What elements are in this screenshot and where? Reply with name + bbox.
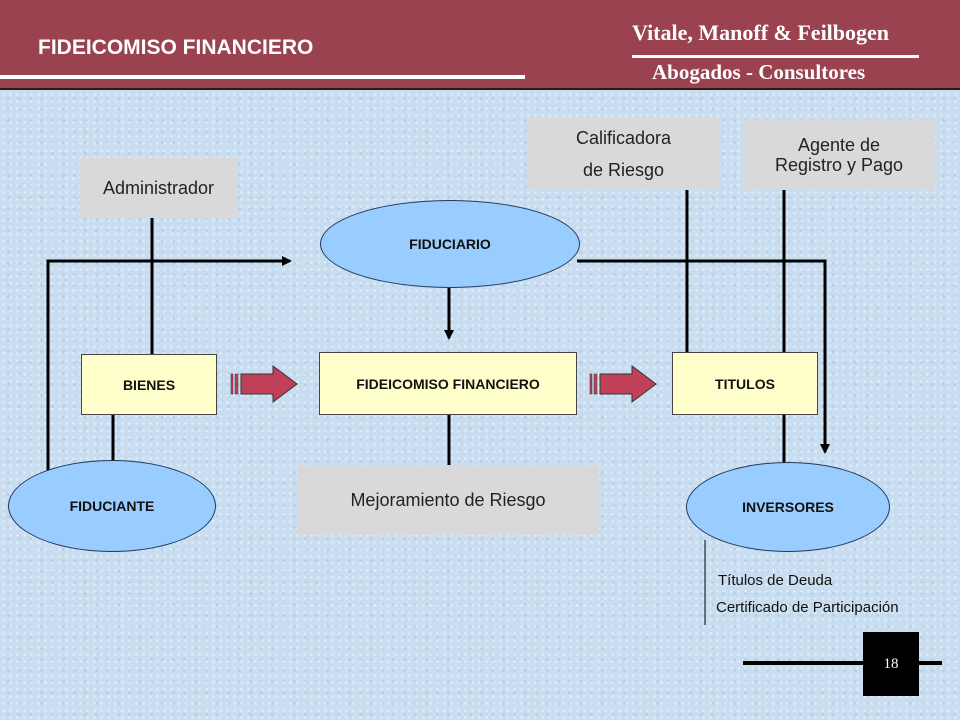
fiduciante-fiduciario-line — [46, 256, 292, 470]
block-arrow-2 — [589, 365, 657, 403]
inversores-node: INVERSORES — [686, 462, 890, 552]
mejoramiento-label: Mejoramiento de Riesgo — [350, 489, 546, 510]
calificadora-label-1: Calificadora — [575, 128, 672, 148]
certificado-note: Certificado de Participación — [716, 599, 899, 616]
inversores-label: INVERSORES — [742, 499, 834, 515]
calificadora-label-2: de Riesgo — [582, 160, 665, 180]
fiduciante-label: FIDUCIANTE — [69, 498, 155, 514]
titulos-box: TITULOS — [672, 352, 818, 415]
fiduciario-inversores-line — [577, 259, 830, 454]
agente-label-1: Agente de — [797, 135, 881, 155]
fiduciante-node: FIDUCIANTE — [8, 460, 216, 552]
calificadora-box: Calificadora de Riesgo — [527, 118, 720, 190]
page-number-label: 18 — [883, 655, 899, 672]
bienes-label: BIENES — [122, 376, 176, 393]
header-bar: FIDEICOMISO FINANCIERO Vitale, Manoff & … — [0, 0, 960, 90]
firm-name: Vitale, Manoff & Feilbogen — [632, 20, 890, 45]
administrador-label: Administrador — [102, 177, 215, 198]
agente-label-2: Registro y Pago — [774, 155, 904, 175]
administrador-box: Administrador — [80, 158, 237, 218]
slide-title: FIDEICOMISO FINANCIERO — [38, 36, 314, 59]
titulos-deuda-note: Títulos de Deuda — [718, 572, 833, 589]
firm-underline — [632, 55, 919, 58]
block-arrow-1 — [230, 365, 298, 403]
titulos-label: TITULOS — [715, 375, 775, 392]
bienes-box: BIENES — [81, 354, 217, 415]
fideicomiso-box: FIDEICOMISO FINANCIERO — [319, 352, 577, 415]
fideicomiso-label: FIDEICOMISO FINANCIERO — [356, 375, 540, 392]
firm-subtitle: Abogados - Consultores — [652, 60, 866, 84]
title-underline — [0, 75, 525, 79]
fiduciario-node: FIDUCIARIO — [320, 200, 580, 288]
fiduciario-label: FIDUCIARIO — [409, 236, 491, 252]
agente-box: Agente de Registro y Pago — [743, 120, 935, 190]
mejoramiento-box: Mejoramiento de Riesgo — [297, 465, 599, 535]
page-number: 18 — [863, 632, 919, 696]
